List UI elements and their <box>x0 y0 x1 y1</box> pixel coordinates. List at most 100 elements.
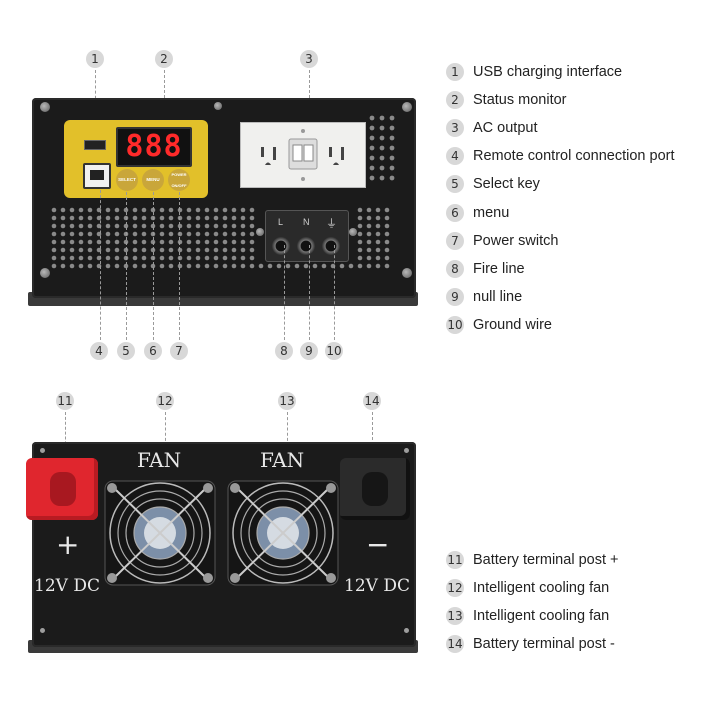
cooling-fan-right-icon <box>227 480 339 586</box>
marker-6: 6 <box>144 342 162 360</box>
legend-num: 11 <box>446 551 464 569</box>
marker-5: 5 <box>117 342 135 360</box>
screw <box>256 228 264 236</box>
screw <box>214 102 222 110</box>
legend-label: Battery terminal post - <box>473 636 615 652</box>
legend-label: AC output <box>473 120 538 136</box>
legend-num: 1 <box>446 63 464 81</box>
marker-2: 2 <box>155 50 173 68</box>
legend-item: 5 Select key <box>446 174 540 194</box>
leader-10 <box>334 245 335 340</box>
fan-label-left: FAN <box>137 448 182 472</box>
legend-num: 8 <box>446 260 464 278</box>
remote-port-icon[interactable] <box>83 163 111 189</box>
select-button[interactable]: SELECT <box>116 169 138 191</box>
legend-item: 13 Intelligent cooling fan <box>446 606 609 626</box>
fan-label-right: FAN <box>260 448 305 472</box>
legend-num: 7 <box>446 232 464 250</box>
marker-10: 10 <box>325 342 343 360</box>
marker-14: 14 <box>363 392 381 410</box>
legend-item: 12 Intelligent cooling fan <box>446 578 609 598</box>
legend-label: Select key <box>473 176 540 192</box>
legend-num: 6 <box>446 204 464 222</box>
legend-item: 3 AC output <box>446 118 538 138</box>
mount-hole <box>404 448 409 453</box>
ac-outlet-icon <box>261 129 344 181</box>
mount-hole <box>40 628 45 633</box>
screw <box>40 102 50 112</box>
ac-terminal-block: L N ⏚ <box>265 210 349 262</box>
legend-num: 4 <box>446 147 464 165</box>
legend-item: 11 Battery terminal post + <box>446 550 618 570</box>
marker-1: 1 <box>86 50 104 68</box>
legend-label: Intelligent cooling fan <box>473 580 610 596</box>
legend-label: Battery terminal post + <box>473 552 619 568</box>
legend-num: 2 <box>446 91 464 109</box>
null-line-terminal[interactable] <box>297 237 315 255</box>
screw <box>402 268 412 278</box>
terminal-label-ground: ⏚ <box>326 218 337 230</box>
ac-outlet <box>240 122 366 188</box>
plus-sign: + <box>56 528 80 561</box>
leader-4 <box>100 190 101 340</box>
leader-6 <box>153 192 154 340</box>
leader-9 <box>309 245 310 340</box>
marker-8: 8 <box>275 342 293 360</box>
status-display: 888 <box>116 127 192 167</box>
marker-13: 13 <box>278 392 296 410</box>
screw <box>40 268 50 278</box>
negative-terminal[interactable] <box>340 458 410 520</box>
marker-9: 9 <box>300 342 318 360</box>
terminal-label-l: L <box>278 217 284 227</box>
leader-11 <box>65 412 66 464</box>
mount-hole <box>40 448 45 453</box>
legend-item: 6 menu <box>446 203 509 223</box>
leader-8 <box>284 245 285 340</box>
legend-item: 2 Status monitor <box>446 90 567 110</box>
legend-num: 3 <box>446 119 464 137</box>
legend-label: USB charging interface <box>473 64 623 80</box>
legend-label: Ground wire <box>473 317 552 333</box>
marker-11: 11 <box>56 392 74 410</box>
voltage-label-right: 12V DC <box>344 576 410 596</box>
marker-12: 12 <box>156 392 174 410</box>
legend-item: 8 Fire line <box>446 259 525 279</box>
fire-line-terminal[interactable] <box>272 237 290 255</box>
menu-button[interactable]: MENU <box>142 169 164 191</box>
power-button[interactable]: POWER ON/OFF <box>168 169 190 191</box>
legend-num: 5 <box>446 175 464 193</box>
marker-4: 4 <box>90 342 108 360</box>
screw <box>349 228 357 236</box>
legend-label: Power switch <box>473 233 559 249</box>
positive-terminal[interactable] <box>26 458 98 520</box>
legend-num: 10 <box>446 316 464 334</box>
legend-label: Fire line <box>473 261 525 277</box>
legend-label: Remote control connection port <box>473 148 675 164</box>
legend-label: menu <box>473 205 510 221</box>
legend-label: null line <box>473 289 523 305</box>
legend-num: 9 <box>446 288 464 306</box>
mount-hole <box>404 628 409 633</box>
leader-14 <box>372 412 373 460</box>
voltage-label-left: 12V DC <box>34 576 100 596</box>
legend-item: 1 USB charging interface <box>446 62 622 82</box>
usb-port-icon[interactable] <box>84 140 106 150</box>
leader-5 <box>126 192 127 340</box>
legend-item: 4 Remote control connection port <box>446 146 675 166</box>
legend-item: 14 Battery terminal post - <box>446 634 615 654</box>
legend-num: 13 <box>446 607 464 625</box>
legend-label: Intelligent cooling fan <box>473 608 610 624</box>
legend-item: 9 null line <box>446 287 522 307</box>
legend-label: Status monitor <box>473 92 567 108</box>
ground-terminal[interactable] <box>322 237 340 255</box>
cooling-fan-left-icon <box>104 480 216 586</box>
terminal-label-n: N <box>303 217 310 227</box>
legend-num: 14 <box>446 635 464 653</box>
legend-num: 12 <box>446 579 464 597</box>
minus-sign: − <box>366 528 390 561</box>
legend-item: 10 Ground wire <box>446 315 552 335</box>
vent-holes <box>51 115 395 269</box>
marker-7: 7 <box>170 342 188 360</box>
marker-3: 3 <box>300 50 318 68</box>
legend-item: 7 Power switch <box>446 231 558 251</box>
